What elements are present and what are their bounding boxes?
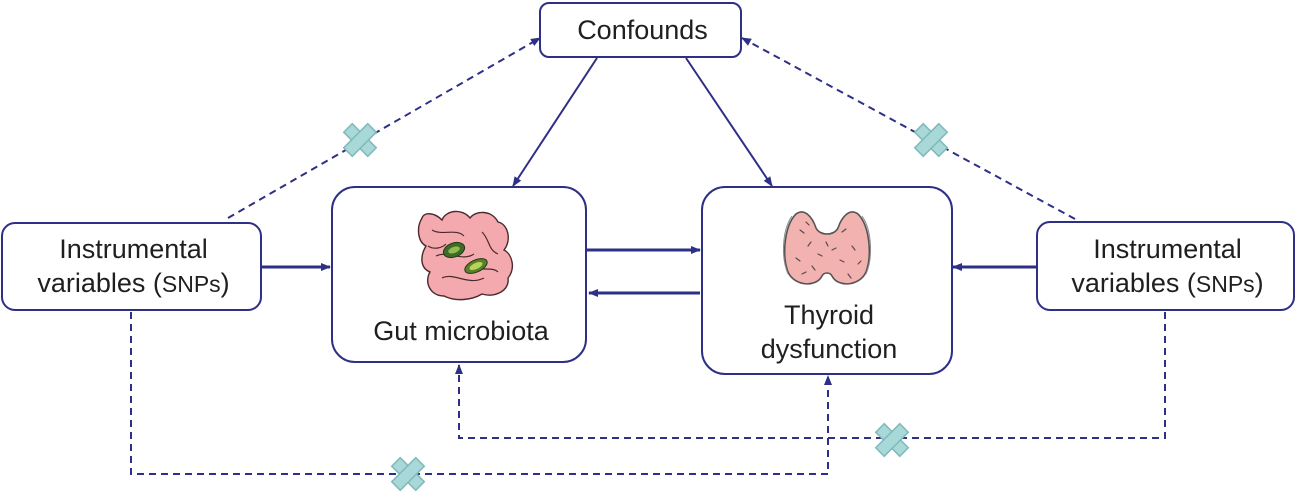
iv-right-line1: Instrumental — [1093, 234, 1242, 264]
cross-mark-bottom-left — [390, 456, 426, 492]
thyroid-label: Thyroid dysfunction — [701, 298, 957, 366]
cross-mark-bottom-right — [874, 422, 910, 458]
iv-left-box — [1, 222, 262, 311]
dashed-iv-right-to-confounds — [741, 37, 1076, 220]
confounds-box — [539, 2, 742, 58]
arrow-confounds-to-gut — [512, 57, 598, 187]
iv-right-box — [1036, 221, 1295, 311]
dashed-iv-left-to-confounds — [227, 37, 541, 219]
confounds-label: Confounds — [577, 15, 708, 45]
cross-mark-left-top — [342, 122, 378, 158]
dashed-iv-right-to-gut — [455, 312, 1166, 439]
arrow-confounds-to-thyroid — [685, 57, 773, 187]
intestine-icon — [417, 210, 514, 301]
iv-left-line2: variables (SNPs) — [37, 268, 230, 298]
cross-mark-right-top — [913, 122, 949, 158]
thyroid-line2: dysfunction — [760, 334, 898, 364]
iv-right-line2: variables (SNPs) — [1071, 268, 1264, 298]
iv-left-label: Instrumental variables (SNPs) — [1, 232, 266, 301]
iv-right-label: Instrumental variables (SNPs) — [1036, 232, 1297, 301]
gut-label: Gut microbiota — [373, 316, 549, 346]
thyroid-icon — [783, 211, 871, 285]
dashed-iv-left-to-thyroid — [130, 312, 832, 475]
thyroid-line1: Thyroid — [783, 300, 875, 330]
thyroid-box — [701, 186, 953, 375]
iv-left-line1: Instrumental — [59, 234, 208, 264]
